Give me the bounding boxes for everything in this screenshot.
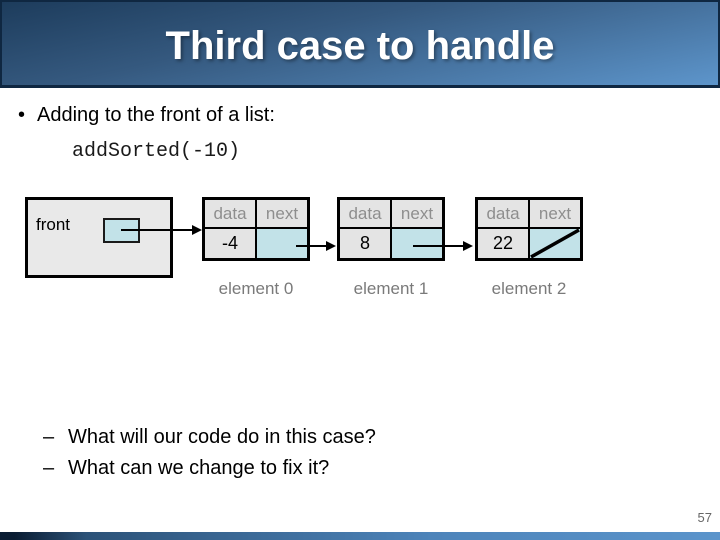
node0-data-header: data xyxy=(205,200,255,227)
node1-next-pointer xyxy=(392,229,442,258)
list-node-2: data next 22 xyxy=(475,197,583,261)
dash-icon: – xyxy=(43,457,55,479)
node2-next-header: next xyxy=(530,200,580,227)
sub-bullet-2-text: What can we change to fix it? xyxy=(68,457,330,479)
dash-icon: – xyxy=(43,426,55,448)
list-node-1: data next 8 xyxy=(337,197,445,261)
node2-label: element 2 xyxy=(491,279,567,298)
front-arrow-head-icon xyxy=(192,225,202,235)
bullet-item: • Adding to the front of a list: xyxy=(18,104,275,127)
bullet-text: Adding to the front of a list: xyxy=(37,104,275,126)
sub-bullet-1: – What will our code do in this case? xyxy=(43,426,376,449)
page-title: Third case to handle xyxy=(165,24,555,68)
bullet-icon: • xyxy=(18,104,26,126)
front-label: front xyxy=(36,215,71,234)
footer-bar xyxy=(0,532,720,540)
node0-next-pointer xyxy=(257,229,307,258)
page-number: 57 xyxy=(697,510,712,525)
node1-arrow-head-icon xyxy=(463,241,473,251)
node1-arrow-line xyxy=(413,245,464,247)
node2-next-pointer xyxy=(530,229,580,258)
title-bar: Third case to handle xyxy=(0,0,720,88)
node0-arrow-head-icon xyxy=(326,241,336,251)
list-node-0: data next -4 xyxy=(202,197,310,261)
front-arrow-line xyxy=(121,229,193,231)
sub-bullet-1-text: What will our code do in this case? xyxy=(68,426,376,448)
node0-next-header: next xyxy=(257,200,307,227)
code-text: addSorted(-10) xyxy=(72,140,241,163)
node2-data-header: data xyxy=(478,200,528,227)
node0-data-value: -4 xyxy=(205,229,255,258)
sub-bullet-2: – What can we change to fix it? xyxy=(43,457,329,480)
node0-arrow-line xyxy=(296,245,328,247)
front-box: front xyxy=(25,197,173,278)
node2-data-value: 22 xyxy=(478,229,528,258)
node1-next-header: next xyxy=(392,200,442,227)
node1-data-value: 8 xyxy=(340,229,390,258)
node1-data-header: data xyxy=(340,200,390,227)
node0-label: element 0 xyxy=(218,279,294,298)
node1-label: element 1 xyxy=(353,279,429,298)
null-indicator-line xyxy=(530,229,580,258)
